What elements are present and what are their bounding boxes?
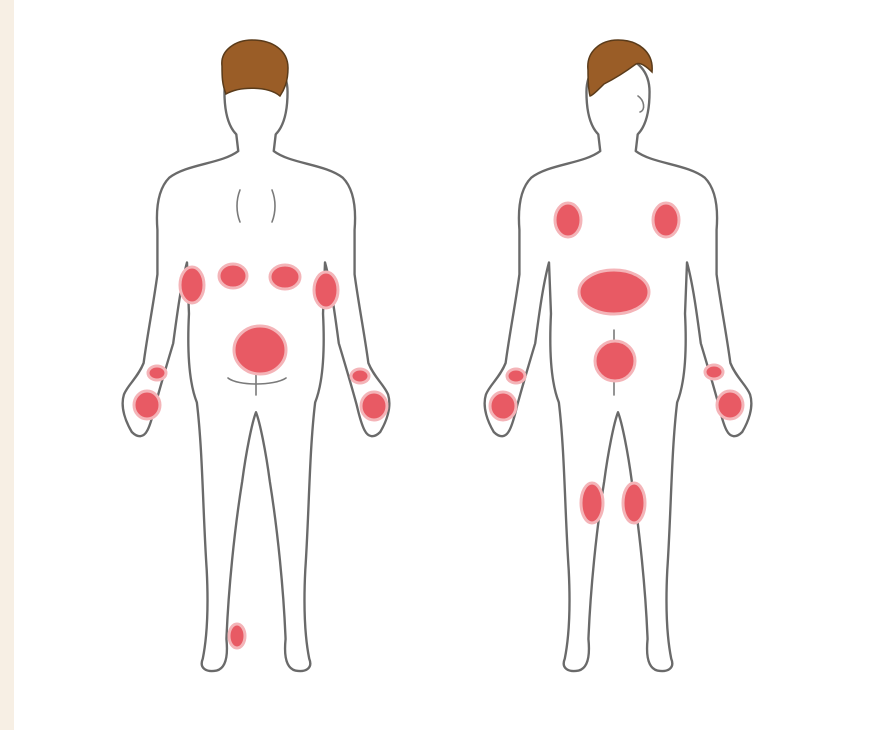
right-shoulder-spot [653, 203, 679, 237]
abdomen-spot [579, 270, 649, 314]
left-wrist-spot [148, 366, 166, 380]
right-hand-spot [361, 392, 387, 420]
left-elbow-spot [180, 267, 204, 303]
buttocks-spot [234, 326, 286, 374]
left-hand-spot [490, 392, 516, 420]
body-diagram [14, 0, 878, 730]
right-hand-spot [717, 391, 743, 419]
right-wrist-spot [705, 365, 723, 379]
left-shoulder-spot [555, 203, 581, 237]
left-wrist-spot [507, 369, 525, 383]
front-view-figure [485, 40, 752, 671]
right-elbow-spot [314, 272, 338, 308]
lower-back-right-spot [270, 265, 300, 289]
left-knee-spot [581, 483, 603, 523]
diagram-canvas [14, 0, 878, 730]
right-wrist-spot [351, 369, 369, 383]
left-ankle-spot [229, 624, 245, 648]
left-hand-spot [134, 391, 160, 419]
right-knee-spot [623, 483, 645, 523]
groin-spot [595, 341, 635, 381]
lower-back-left-spot [219, 264, 247, 288]
hair-back [222, 40, 288, 96]
back-view-figure [123, 40, 390, 671]
